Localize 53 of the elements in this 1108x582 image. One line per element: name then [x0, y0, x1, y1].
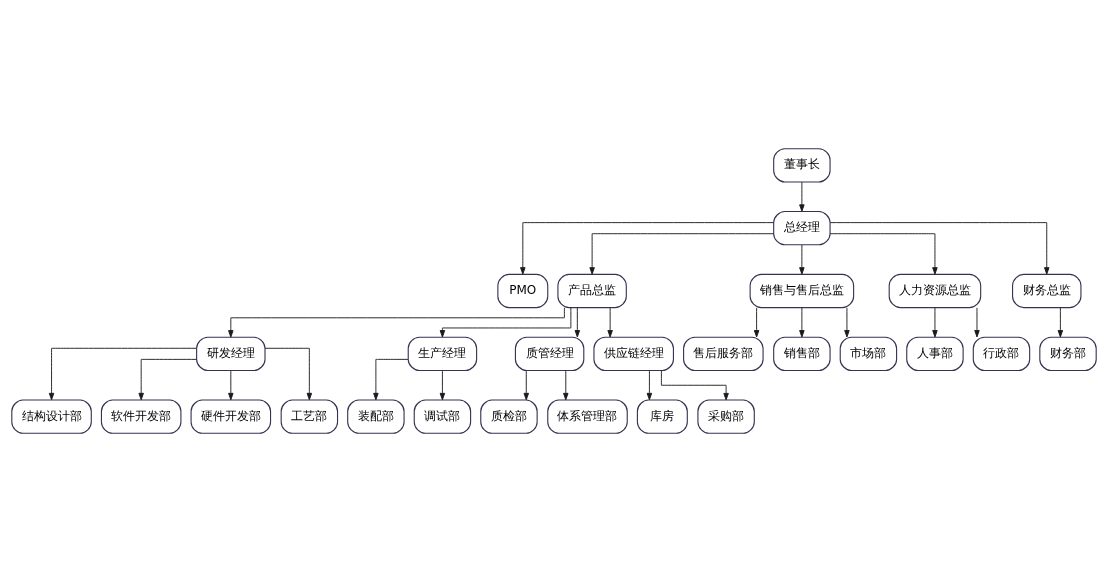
arrow	[574, 307, 581, 338]
arrow	[1057, 307, 1064, 338]
node-box: 售后服务部	[683, 336, 764, 372]
node-box: 市场部	[839, 336, 898, 372]
arrow	[439, 307, 572, 338]
node-box: 研发经理	[196, 336, 266, 372]
node-box: 装配部	[347, 399, 405, 434]
arrow	[264, 347, 313, 401]
arrow	[228, 370, 234, 401]
node-box: 工艺部	[280, 399, 339, 434]
arrow	[844, 307, 850, 338]
node-box: 销售与售后总监	[749, 273, 855, 309]
arrow	[646, 370, 653, 401]
node-box: 库房	[636, 399, 688, 434]
node-box: 人事部	[906, 336, 964, 372]
arrow	[138, 358, 197, 401]
arrow	[373, 358, 409, 401]
arrow	[829, 222, 1050, 275]
arrow	[523, 370, 529, 401]
arrow	[753, 307, 760, 338]
arrow	[228, 307, 565, 338]
node-box: 产品总监	[557, 273, 627, 309]
node-box: 质管经理	[514, 336, 585, 372]
node-box: 调试部	[413, 399, 472, 434]
node-box: 财务总监	[1012, 273, 1082, 309]
node-box: 采购部	[697, 399, 755, 434]
node-box: 软件开发部	[100, 399, 182, 434]
node-box: 结构设计部	[11, 399, 92, 434]
arrow	[520, 222, 775, 275]
node-box: 行政部	[972, 336, 1031, 372]
arrow	[589, 233, 775, 275]
node-box: PMO	[497, 273, 549, 309]
node-box: 体系管理部	[547, 399, 628, 434]
arrow	[799, 307, 805, 338]
arrow	[829, 233, 938, 275]
node-box: 质检部	[480, 399, 538, 434]
node-box: 人力资源总监	[888, 273, 982, 309]
node-box: 生产经理	[407, 336, 478, 372]
node-box: 供应链经理	[593, 336, 674, 372]
arrow	[932, 307, 938, 338]
arrow	[799, 181, 805, 212]
node-box: 财务部	[1039, 336, 1097, 372]
arrow	[439, 370, 446, 401]
node-box: 董事长	[773, 148, 831, 183]
node-box: 总经理	[773, 210, 831, 246]
node-box: 硬件开发部	[190, 399, 272, 434]
arrow	[48, 347, 197, 401]
arrow	[563, 370, 569, 401]
node-box: 销售部	[773, 336, 831, 372]
arrow	[607, 307, 613, 338]
arrow	[660, 370, 729, 401]
arrow	[799, 244, 805, 275]
arrow	[974, 307, 980, 338]
